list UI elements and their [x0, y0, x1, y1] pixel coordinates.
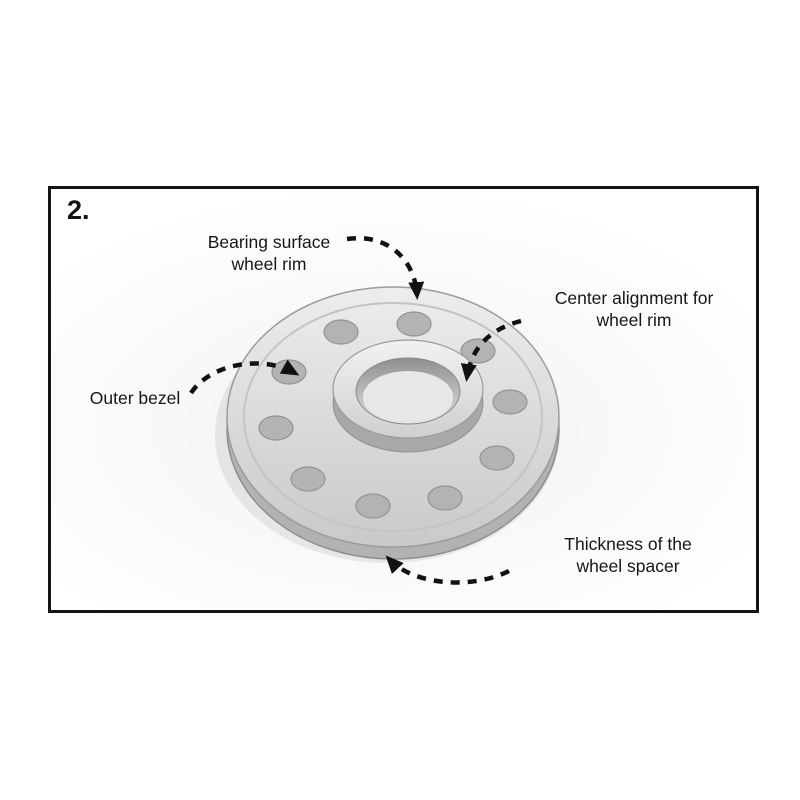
bolt-hole — [258, 415, 294, 441]
bolt-hole — [355, 493, 391, 519]
bolt-hole — [427, 485, 463, 511]
wheel-spacer-illustration — [189, 235, 560, 585]
label-thickness: Thickness of the wheel spacer — [564, 534, 692, 576]
arrow-outer-bezel — [189, 359, 300, 395]
bolt-hole — [396, 311, 432, 337]
bolt-hole — [492, 389, 528, 415]
diagram-frame: 2. Bearing surface wheel rim Center alig… — [48, 186, 759, 613]
label-center-alignment: Center alignment for wheel rim — [554, 288, 714, 330]
arrow-center-alignment — [460, 318, 522, 382]
bolt-hole — [323, 319, 359, 345]
label-outer-bezel: Outer bezel — [89, 388, 181, 408]
bolt-hole — [290, 466, 326, 492]
arrow-bearing-surface — [346, 235, 425, 300]
bezel-line — [243, 302, 543, 532]
bolt-hole — [479, 445, 515, 471]
bolt-holes — [258, 311, 528, 519]
center-bore-through — [363, 371, 453, 423]
step-number: 2. — [67, 195, 90, 225]
arrow-thickness — [385, 555, 511, 585]
label-bearing-surface: Bearing surface wheel rim — [207, 232, 331, 274]
